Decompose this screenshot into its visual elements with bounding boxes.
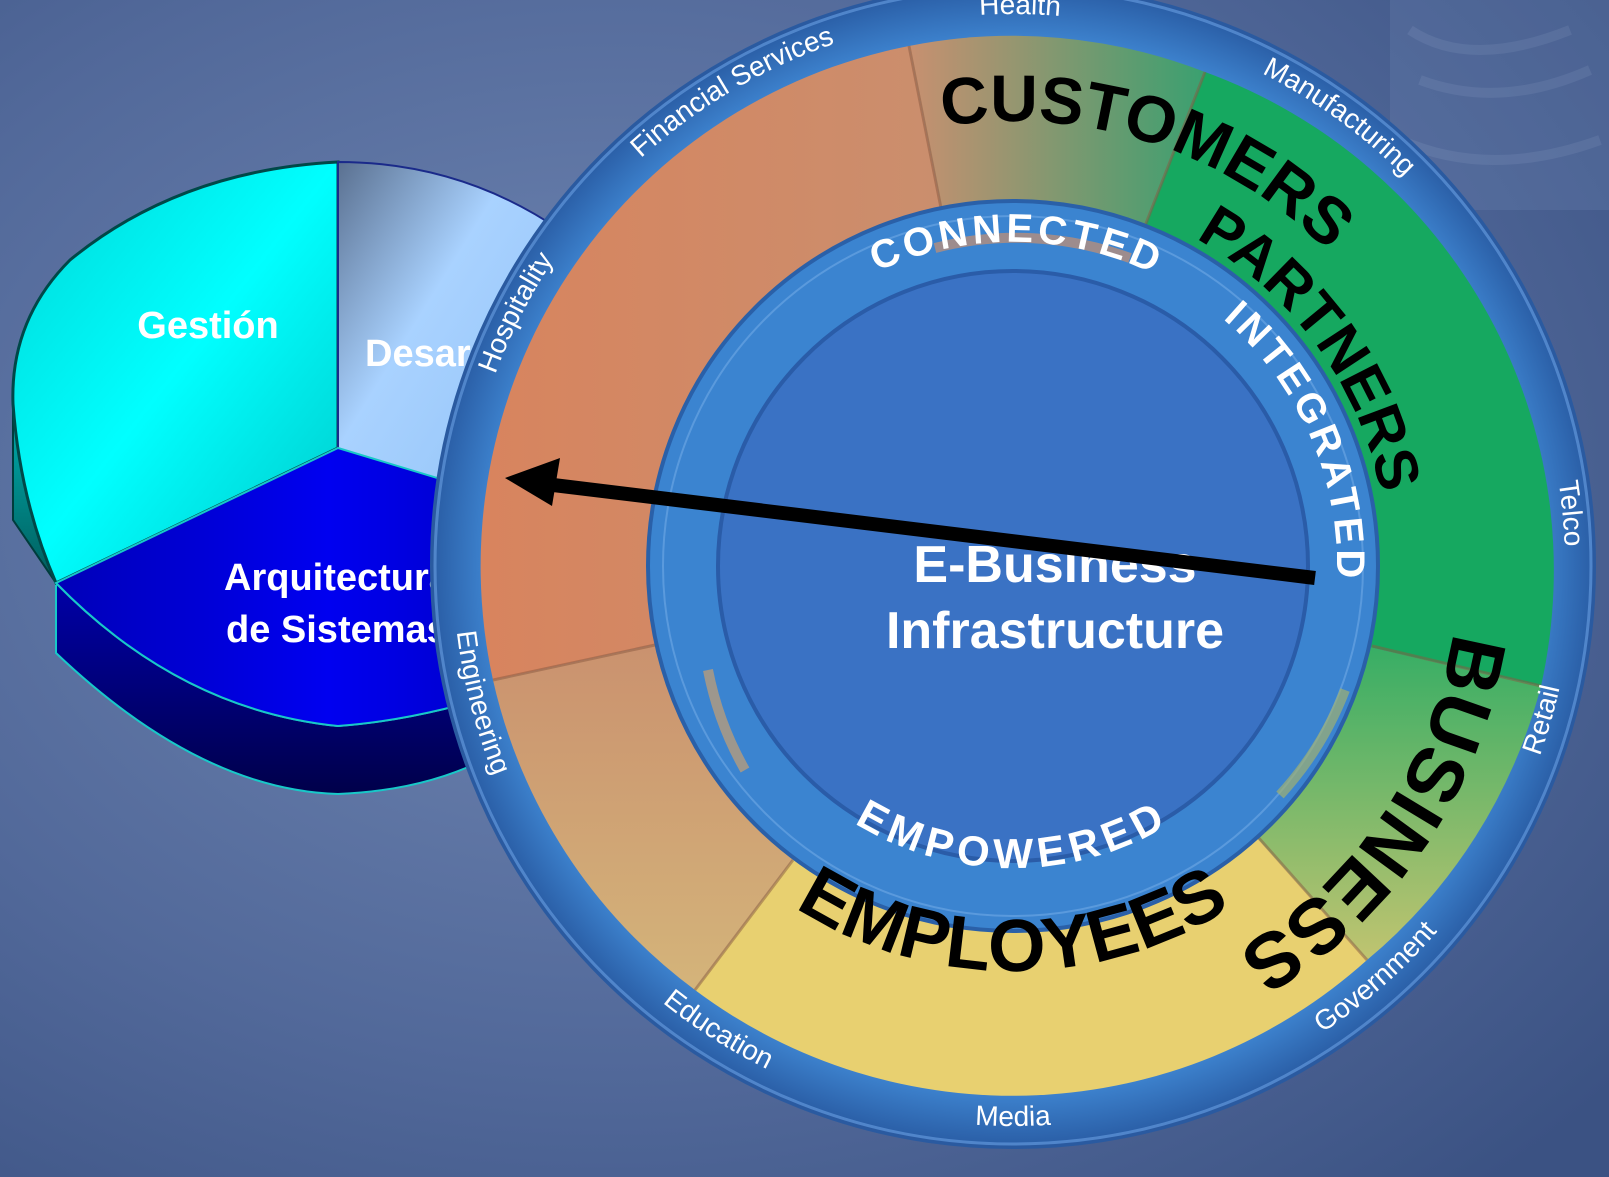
industry-label-telco: Telco: [1553, 478, 1590, 547]
pie-label-gestion: Gestión: [137, 305, 278, 347]
arrow-head: [505, 458, 560, 506]
industry-label-health: Health: [978, 0, 1062, 22]
pie-label-arquitectura-line1: Arquitectura: [224, 557, 451, 599]
wheel-center: [716, 269, 1310, 863]
pie-slice-gestion: [11, 160, 340, 586]
pie-label-arquitectura-line2: de Sistemas: [226, 609, 448, 651]
pie-chart: Gestión Desarr Arquitectura de Sistemas: [11, 160, 561, 796]
arrow-shaft: [544, 477, 1316, 585]
industry-label-media: Media: [975, 1100, 1052, 1132]
ebusiness-wheel: CONNECTED INTEGRATED EMPOWERED CUSTOMERS…: [430, 0, 1596, 1149]
center-label-line2: Infrastructure: [886, 602, 1224, 660]
connector-arrow: [505, 458, 1316, 585]
